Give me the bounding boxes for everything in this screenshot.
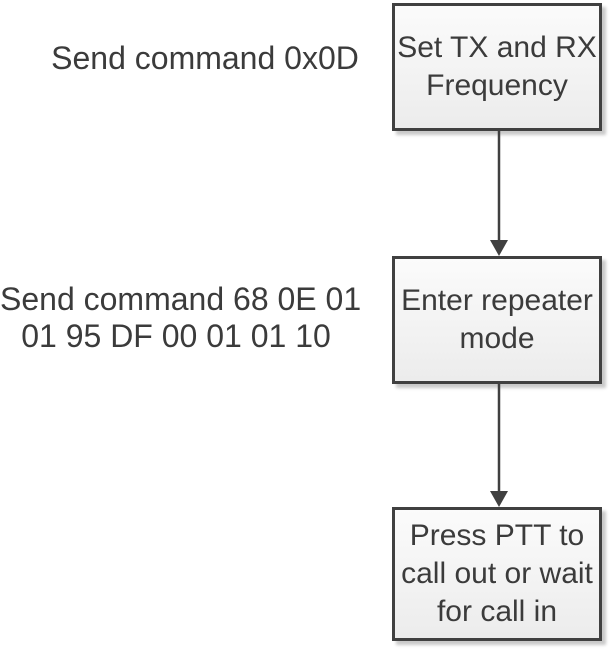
arrow-down-connector-2	[490, 384, 508, 507]
annotation-line: Send command 0x0D	[51, 40, 359, 76]
node-label-line: Enter repeater	[401, 284, 593, 317]
node-label-line: call out or wait	[401, 557, 593, 590]
annotation-line: Send command 68 0E 01	[0, 281, 362, 317]
arrow-head-down-icon	[490, 491, 508, 507]
node-enter-repeater-mode: Enter repeater mode	[392, 256, 602, 384]
node-label-line: mode	[459, 322, 535, 355]
node-set-tx-rx-frequency: Set TX and RX Frequency	[392, 3, 602, 131]
node-label-line: for call in	[436, 595, 558, 628]
annotation-send-command-0x0d: Send command 0x0D	[0, 40, 410, 77]
node-press-ptt: Press PTT to call out or wait for call i…	[392, 507, 602, 641]
node-label-line: Set TX and RX	[397, 31, 597, 64]
node-label-line: Press PTT to	[409, 519, 585, 552]
node-label-line: Frequency	[426, 69, 568, 102]
arrow-down-connector-1	[490, 131, 508, 256]
annotation-send-command-68-0e-01: Send command 68 0E 01 01 95 DF 00 01 01 …	[0, 281, 362, 355]
annotation-line: 01 95 DF 00 01 01 10	[21, 318, 331, 354]
arrow-head-down-icon	[490, 240, 508, 256]
